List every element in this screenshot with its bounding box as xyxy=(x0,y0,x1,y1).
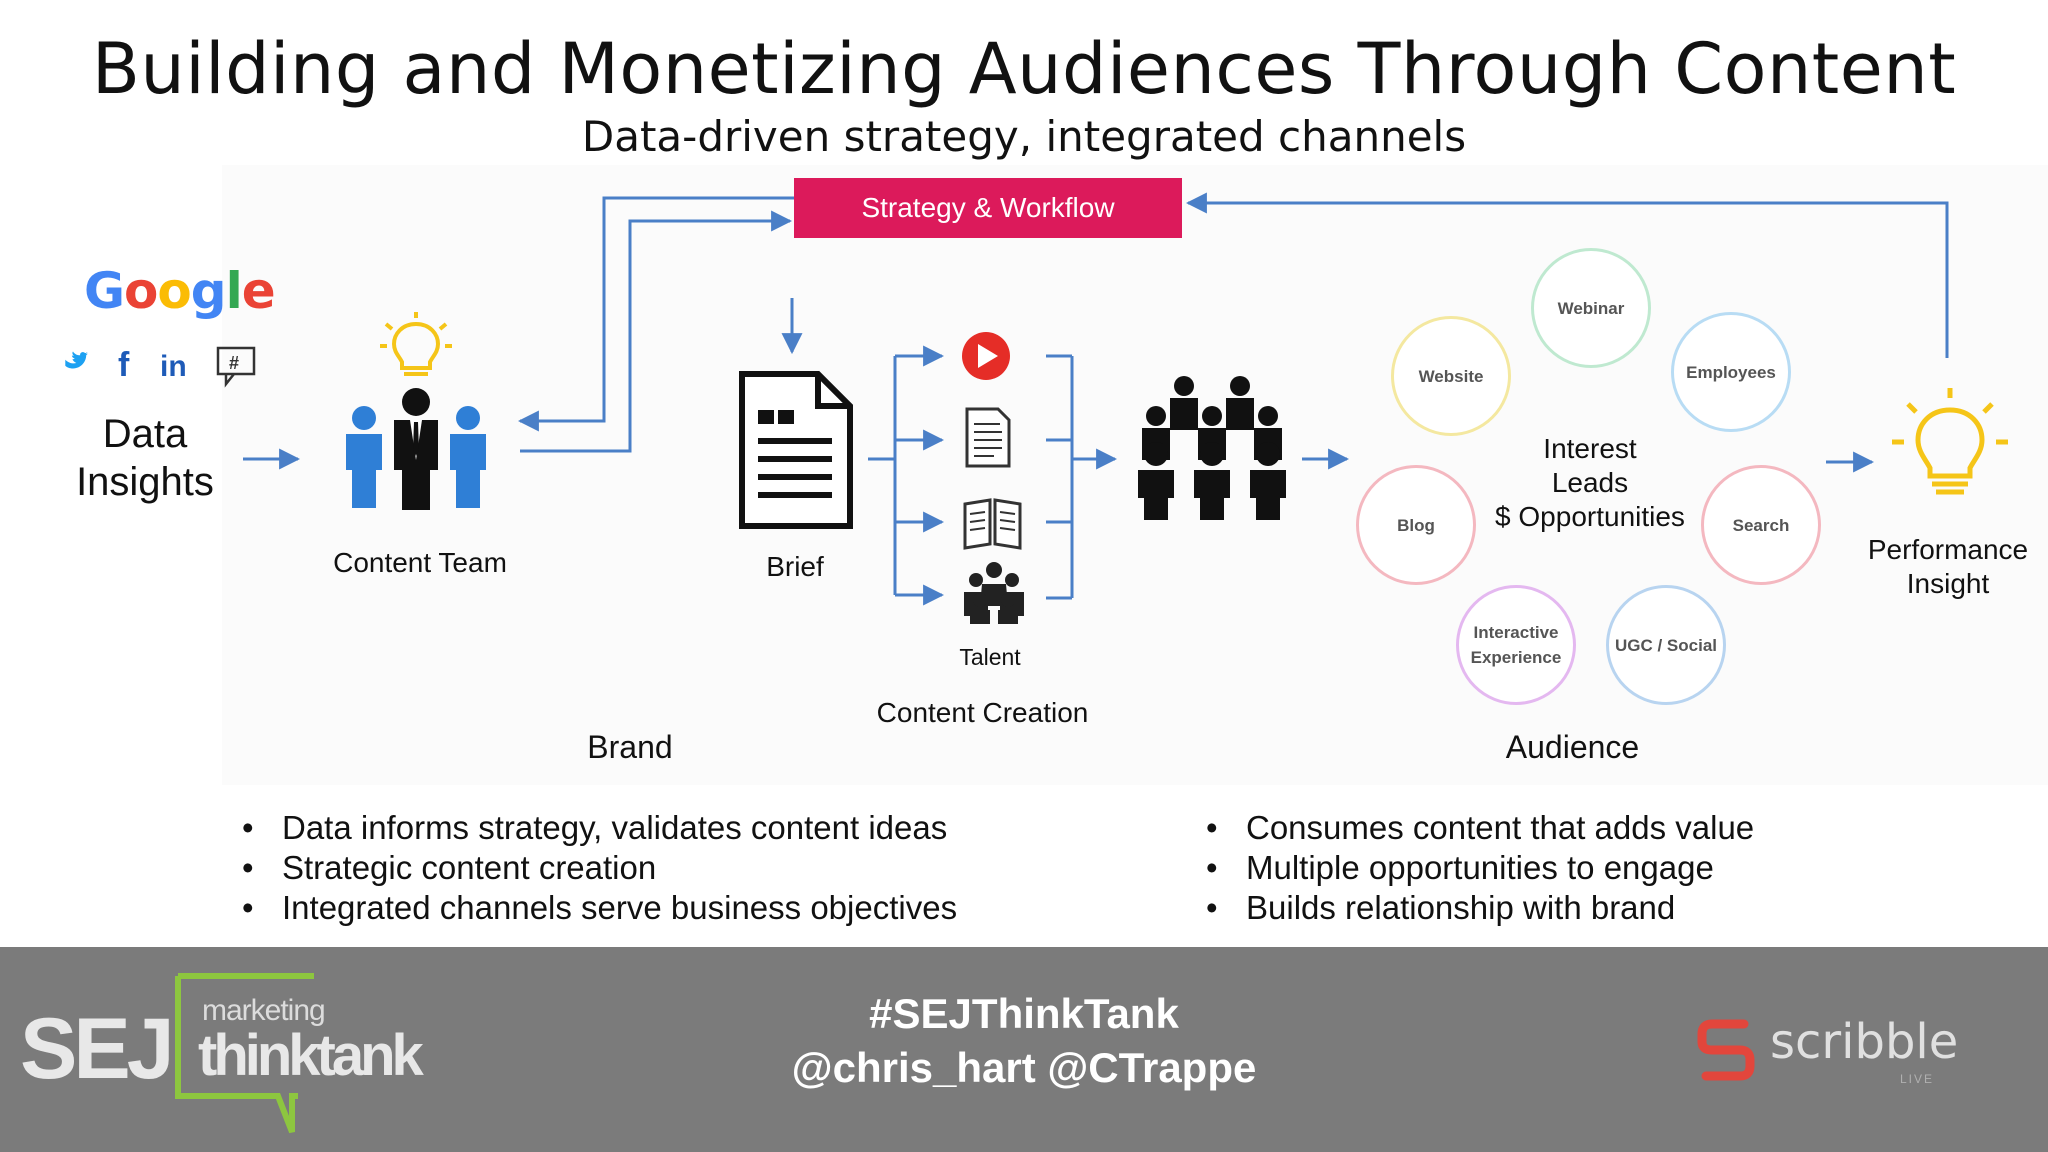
outcome-interest: Interest xyxy=(1543,433,1637,464)
bulb-icon xyxy=(380,312,452,376)
performance-to-strategy-arrow xyxy=(1185,192,1949,358)
footer-hashtag: #SEJThinkTank xyxy=(869,990,1179,1037)
performance-bulb-icon xyxy=(1892,388,2008,495)
audience-bullet-list: Consumes content that adds value Multipl… xyxy=(1206,808,1966,928)
footer-handles: @chris_hart @CTrappe xyxy=(791,1044,1257,1091)
channel-employees: Employees xyxy=(1671,312,1791,432)
social-icons: f in # xyxy=(65,346,256,388)
document-icon xyxy=(965,407,1011,468)
strategy-to-team-arrow xyxy=(517,196,794,432)
channel-ugc-social: UGC / Social xyxy=(1606,585,1726,705)
thinktank-logo-text: thinktank xyxy=(198,1023,424,1088)
facebook-icon: f xyxy=(118,346,130,384)
scribble-live-text: LIVE xyxy=(1900,1072,1935,1086)
brand-bullet-list: Data informs strategy, validates content… xyxy=(242,808,1042,928)
content-team-icon xyxy=(346,312,486,510)
outcome-opportunities: $ Opportunities xyxy=(1495,501,1685,532)
twitter-icon xyxy=(65,351,88,369)
content-creation-label: Content Creation xyxy=(876,697,1089,728)
brief-document-icon xyxy=(739,371,853,529)
content-team-label: Content Team xyxy=(333,547,507,578)
team-to-strategy-arrow xyxy=(520,210,793,453)
channel-search: Search xyxy=(1701,465,1821,585)
brand-bullet: Data informs strategy, validates content… xyxy=(242,808,1042,848)
svg-text:#: # xyxy=(229,353,239,373)
video-play-icon xyxy=(962,332,1010,380)
channel-website: Website xyxy=(1391,316,1511,436)
audience-bullet: Consumes content that adds value xyxy=(1206,808,1966,848)
data-insights-label: Data Insights xyxy=(76,412,214,504)
performance-insight-label: Performance Insight xyxy=(1867,534,2029,599)
thinktank-marketing-text: marketing xyxy=(202,994,326,1027)
talent-group-icon xyxy=(964,562,1024,624)
strategy-workflow-box: Strategy & Workflow xyxy=(794,178,1182,238)
sej-logo: SEJ xyxy=(20,1001,175,1097)
slide-title: Building and Monetizing Audiences Throug… xyxy=(91,28,1957,110)
scribble-s-icon xyxy=(1697,1019,1755,1081)
channel-interactive-experience: Interactive Experience xyxy=(1456,585,1576,705)
talent-label: Talent xyxy=(959,644,1021,670)
audience-crowd-icon xyxy=(1138,376,1286,520)
channel-webinar: Webinar xyxy=(1531,248,1651,368)
audience-bullet: Multiple opportunities to engage xyxy=(1206,848,1966,888)
outcome-leads: Leads xyxy=(1551,467,1629,498)
brand-label: Brand xyxy=(587,729,673,765)
google-logo: Google xyxy=(84,262,276,320)
audience-outcomes: Interest Leads $ Opportunities xyxy=(1470,432,1710,534)
thinktank-speech-bubble xyxy=(175,973,314,1134)
audience-bullet: Builds relationship with brand xyxy=(1206,888,1966,928)
scribble-logo-text: scribble xyxy=(1770,1014,1959,1070)
channel-blog: Blog xyxy=(1356,465,1476,585)
slide-subtitle: Data-driven strategy, integrated channel… xyxy=(581,112,1467,161)
ebook-icon xyxy=(963,498,1022,550)
hashtag-chat-icon: # xyxy=(216,346,256,388)
brand-bullet: Strategic content creation xyxy=(242,848,1042,888)
brief-label: Brief xyxy=(766,551,824,582)
brand-bullet: Integrated channels serve business objec… xyxy=(242,888,1042,928)
audience-label: Audience xyxy=(1505,729,1640,765)
linkedin-icon: in xyxy=(160,350,187,383)
